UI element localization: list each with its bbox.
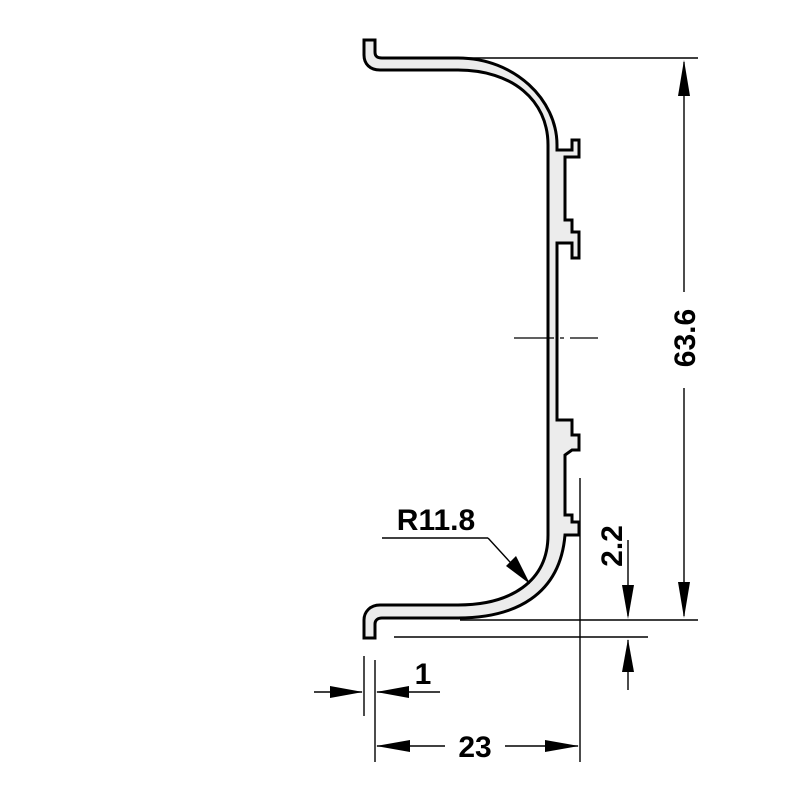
offset-arrow-down	[622, 585, 634, 619]
height-arrow-bottom	[678, 582, 690, 618]
radius-dimension-label: R11.8	[397, 504, 475, 537]
radius-arrow	[506, 556, 530, 584]
thickness-arrow-left	[330, 686, 363, 698]
offset-arrow-up	[622, 639, 634, 672]
handle-profile-section	[362, 38, 581, 640]
width-arrow-left	[376, 740, 410, 752]
height-arrow-top	[678, 60, 690, 96]
thickness-arrow-right	[376, 686, 409, 698]
width-arrow-right	[545, 740, 579, 752]
height-dimension-label: 63.6	[669, 309, 702, 367]
thickness-dimension-label: 1	[415, 658, 432, 691]
width-dimension-label: 23	[458, 731, 491, 764]
offset-dimension-label: 2.2	[596, 525, 629, 567]
